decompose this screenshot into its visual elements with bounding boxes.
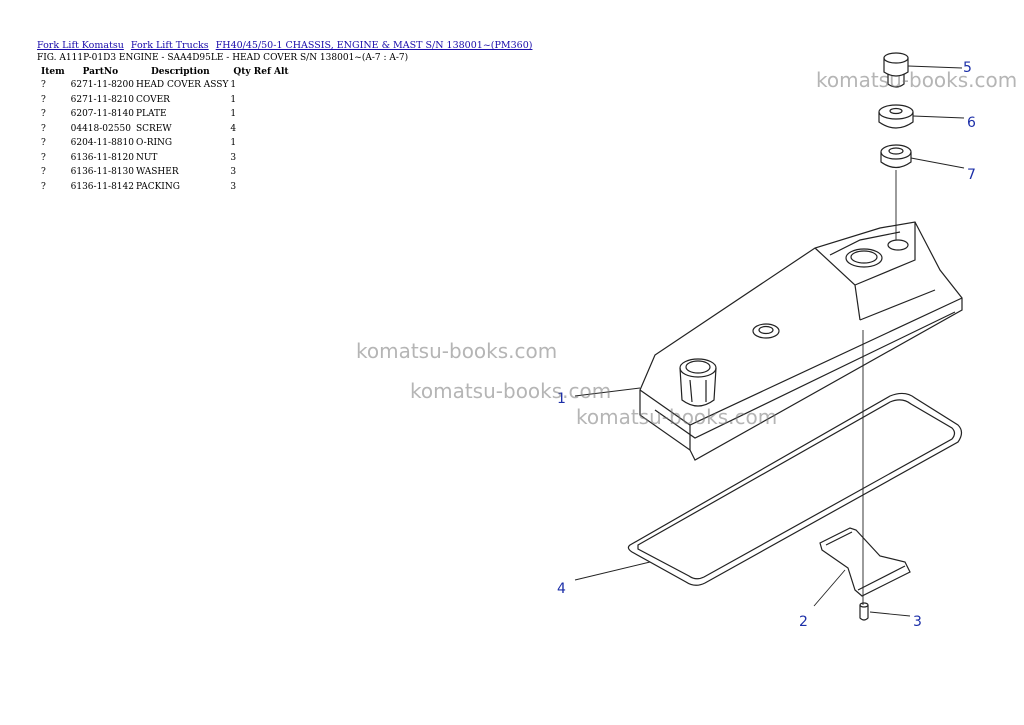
- screw-part: [859, 602, 869, 621]
- nut-part: [883, 52, 909, 88]
- header-ref: Ref: [253, 67, 271, 77]
- callout-6: 6: [967, 115, 976, 131]
- cell-description: WASHER: [135, 167, 179, 177]
- cell-partno: 6204-11-8810: [70, 138, 134, 148]
- packing-part: [880, 144, 912, 169]
- cell-description: SCREW: [135, 123, 172, 134]
- cell-partno: 6136-11-8142: [70, 181, 134, 192]
- leader-line-5: [907, 65, 963, 69]
- cell-item: ?: [41, 109, 46, 119]
- header-alt: Alt: [273, 67, 289, 77]
- cell-partno: 6271-11-8210: [70, 94, 134, 105]
- cell-item: ?: [41, 94, 46, 105]
- parts-table-header: Item PartNo Description Qty Ref Alt: [37, 67, 293, 80]
- cell-item: ?: [41, 138, 46, 148]
- leader-line-2: [813, 569, 846, 607]
- cell-item: ?: [41, 181, 46, 192]
- header-item: Item: [41, 67, 65, 77]
- cell-item: ?: [41, 167, 46, 177]
- cell-qty: 3: [230, 167, 237, 177]
- breadcrumb-link-chassis-engine-mast[interactable]: FH40/45/50-1 CHASSIS, ENGINE & MAST S/N …: [215, 40, 533, 51]
- exploded-parts-diagram: 5 6 7 1 4 2 3: [557, 52, 976, 630]
- washer-part: [878, 104, 914, 129]
- cell-qty: 1: [230, 94, 237, 105]
- cell-description: O-RING: [135, 138, 173, 148]
- head-cover-part: [639, 221, 963, 461]
- table-row: ? 6204-11-8810 O-RING 1: [37, 138, 293, 153]
- callout-2: 2: [799, 614, 808, 630]
- cell-description: COVER: [135, 94, 170, 105]
- cell-partno: 6136-11-8130: [70, 167, 134, 177]
- cell-qty: 1: [230, 138, 237, 148]
- header-description: Description: [150, 67, 210, 77]
- cell-qty: 1: [230, 80, 237, 90]
- figure-title: FIG. A111P-01D3 ENGINE - SAA4D95LE - HEA…: [37, 53, 409, 63]
- table-row: ? 6207-11-8140 PLATE 1: [37, 109, 293, 124]
- watermark: komatsu-books.com: [356, 339, 558, 363]
- table-row: ? 6136-11-8120 NUT 3: [37, 153, 293, 168]
- leader-line-7: [910, 157, 965, 169]
- cell-qty: 3: [230, 152, 237, 163]
- callout-4: 4: [557, 581, 566, 597]
- cell-description: PACKING: [135, 181, 180, 192]
- cell-qty: 1: [230, 109, 237, 119]
- cell-partno: 04418-02550: [70, 123, 131, 134]
- leader-line-4: [574, 561, 651, 581]
- cell-item: ?: [41, 152, 46, 163]
- callout-5: 5: [963, 60, 972, 76]
- callout-3: 3: [913, 614, 922, 630]
- cell-description: PLATE: [135, 109, 167, 119]
- header-qty-ref-alt: Qty Ref Alt: [229, 67, 292, 80]
- leader-line-3: [869, 611, 911, 617]
- cell-qty: 3: [230, 181, 237, 192]
- parts-table: Item PartNo Description Qty Ref Alt ? 62…: [37, 67, 293, 196]
- breadcrumb-link-fork-lift-komatsu[interactable]: Fork Lift Komatsu: [37, 40, 124, 51]
- callout-1: 1: [557, 391, 566, 407]
- cell-description: HEAD COVER ASSY: [135, 80, 229, 90]
- plate-part: [819, 527, 911, 597]
- header-partno: PartNo: [82, 67, 119, 77]
- leader-line-6: [912, 115, 965, 119]
- table-row: ? 6271-11-8200 HEAD COVER ASSY 1: [37, 80, 293, 95]
- cell-qty: 4: [230, 123, 237, 134]
- table-row: ? 04418-02550 SCREW 4: [37, 124, 293, 139]
- header-qty: Qty: [233, 67, 251, 77]
- o-ring-part: [627, 392, 963, 586]
- cell-item: ?: [41, 123, 46, 134]
- table-row: ? 6271-11-8210 COVER 1: [37, 95, 293, 110]
- cell-partno: 6136-11-8120: [70, 152, 134, 163]
- table-row: ? 6136-11-8130 WASHER 3: [37, 167, 293, 182]
- cell-partno: 6271-11-8200: [70, 80, 134, 90]
- table-row: ? 6136-11-8142 PACKING 3: [37, 182, 293, 197]
- cell-description: NUT: [135, 152, 158, 163]
- cell-item: ?: [41, 80, 46, 90]
- cell-partno: 6207-11-8140: [70, 109, 134, 119]
- breadcrumb-link-fork-lift-trucks[interactable]: Fork Lift Trucks: [130, 40, 209, 51]
- leader-line-1: [574, 387, 641, 397]
- callout-7: 7: [967, 167, 976, 183]
- breadcrumb: Fork Lift Komatsu Fork Lift Trucks FH40/…: [37, 40, 536, 51]
